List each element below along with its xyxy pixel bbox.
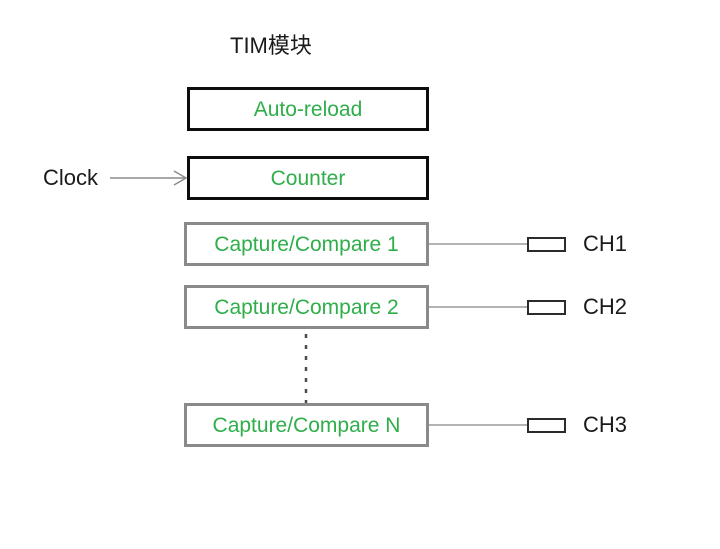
diagram-title: TIM模块 xyxy=(230,33,312,58)
channel-wire xyxy=(429,424,527,426)
channel-label: CH2 xyxy=(583,294,628,319)
ellipsis-dashed-line xyxy=(304,334,308,403)
channel-wire xyxy=(429,243,527,245)
channel-label: CH1 xyxy=(583,231,628,256)
channel-pin-icon xyxy=(527,300,566,315)
clock-label: Clock xyxy=(43,165,99,190)
auto-reload-block: Auto-reload xyxy=(187,87,429,131)
channel-row-ch2: CH2 xyxy=(429,285,679,329)
clock-arrow-icon xyxy=(110,170,188,186)
capture-compare-n-block: Capture/Compare N xyxy=(184,403,429,447)
channel-pin-icon xyxy=(527,418,566,433)
channel-row-ch3: CH3 xyxy=(429,403,679,447)
channel-row-ch1: CH1 xyxy=(429,222,679,266)
channel-pin-icon xyxy=(527,237,566,252)
capture-compare-2-block: Capture/Compare 2 xyxy=(184,285,429,329)
channel-wire xyxy=(429,306,527,308)
channel-label: CH3 xyxy=(583,412,628,437)
counter-block: Counter xyxy=(187,156,429,200)
capture-compare-1-block: Capture/Compare 1 xyxy=(184,222,429,266)
